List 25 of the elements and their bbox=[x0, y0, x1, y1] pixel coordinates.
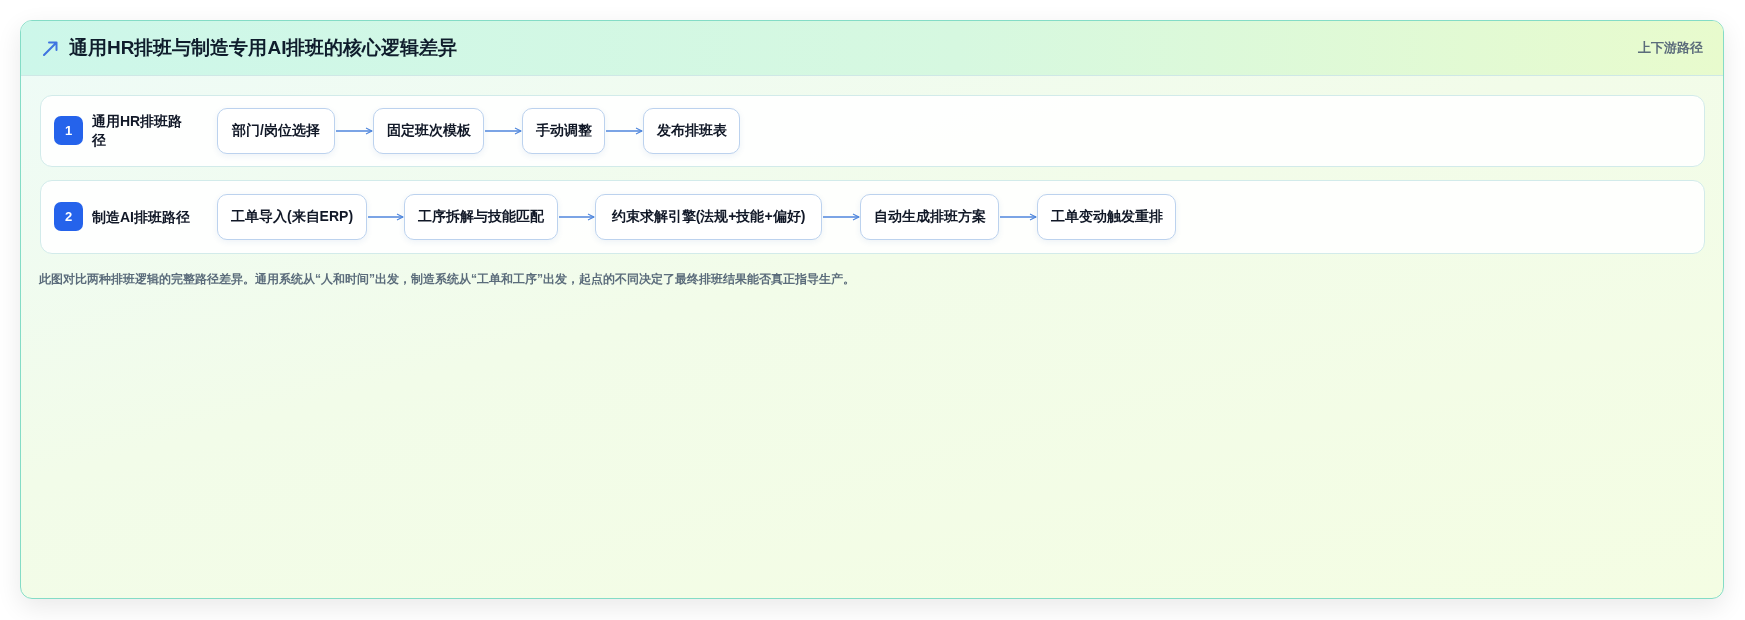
title-text: 通用HR排班与制造专用AI排班的核心逻辑差异 bbox=[69, 36, 458, 60]
arrow bbox=[558, 213, 595, 221]
step-box: 发布排班表 bbox=[643, 108, 740, 154]
number-badge: 1 bbox=[54, 116, 83, 145]
row-panel bbox=[40, 95, 1705, 167]
corner-label: 上下游路径 bbox=[1638, 39, 1703, 57]
step-box: 约束求解引擎(法规+技能+偏好) bbox=[595, 194, 822, 240]
arrow bbox=[335, 127, 373, 135]
row-title: 通用HR排班路径 bbox=[92, 112, 184, 150]
step-box: 工单导入(来自ERP) bbox=[217, 194, 367, 240]
arrow bbox=[822, 213, 860, 221]
step-box: 自动生成排班方案 bbox=[860, 194, 999, 240]
step-box: 工序拆解与技能匹配 bbox=[404, 194, 558, 240]
step-box: 固定班次模板 bbox=[373, 108, 484, 154]
number-badge: 2 bbox=[54, 202, 83, 231]
arrow bbox=[367, 213, 404, 221]
arrow bbox=[605, 127, 643, 135]
row-title: 制造AI排班路径 bbox=[92, 207, 191, 227]
row-panel bbox=[40, 180, 1705, 254]
step-box: 工单变动触发重排 bbox=[1037, 194, 1176, 240]
arrow bbox=[999, 213, 1037, 221]
arrow bbox=[484, 127, 522, 135]
step-box: 部门/岗位选择 bbox=[217, 108, 335, 154]
caption-text: 此图对比两种排班逻辑的完整路径差异。通用系统从“人和时间”出发，制造系统从“工单和工序”出发，起点的不同决定了最终排班结果能否真正指导生产。 bbox=[39, 271, 855, 288]
step-box: 手动调整 bbox=[522, 108, 605, 154]
